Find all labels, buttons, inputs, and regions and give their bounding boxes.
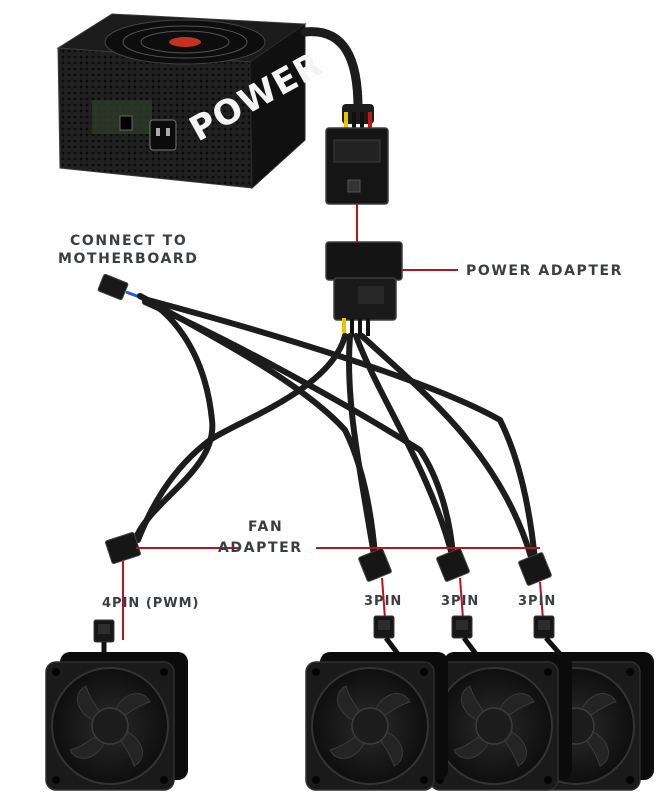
pwm-4pin-label: 4PIN (PWM)	[102, 596, 200, 611]
power-adapter-label: POWER ADAPTER	[466, 263, 623, 279]
power-supply-icon: POWER	[56, 13, 330, 190]
fan-label: FAN	[248, 519, 283, 535]
motherboard-connector-icon	[97, 273, 129, 301]
fan-3pin-label-c: 3PIN	[518, 594, 556, 609]
psu-molex-connector-icon	[325, 127, 389, 205]
power-adapter-molex-icon	[325, 241, 403, 321]
cooling-fan-3pin-a-icon	[305, 651, 449, 791]
fan-connector-4pin-icon	[105, 531, 141, 565]
cable-bundle	[132, 293, 538, 563]
fan-connector-3pin-c-icon	[518, 552, 552, 586]
connect-to-label: CONNECT TO	[70, 233, 187, 249]
motherboard-label: MOTHERBOARD	[58, 251, 198, 267]
fan-3pin-label-b: 3PIN	[441, 594, 479, 609]
fan-connector-3pin-a-icon	[358, 548, 392, 582]
cooling-fan-3pin-b-icon	[429, 651, 573, 791]
fan-connector-3pin-b-icon	[436, 548, 470, 582]
fan-3pin-label-a: 3PIN	[364, 594, 402, 609]
adapter-label: ADAPTER	[218, 540, 303, 556]
cooling-fan-4pin-icon	[45, 651, 189, 791]
